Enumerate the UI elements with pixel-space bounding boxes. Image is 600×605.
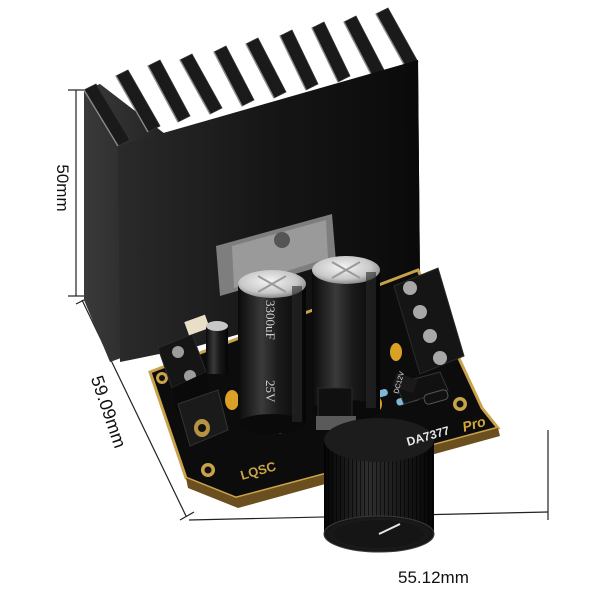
audio-jack xyxy=(177,389,229,447)
height-dimension-label: 50mm xyxy=(53,164,72,212)
capacitor-voltage-label: 25V xyxy=(263,380,278,403)
capacitor-value-label: 3300uF xyxy=(263,300,278,340)
power-input xyxy=(392,371,449,405)
small-capacitor xyxy=(206,321,228,374)
input-terminal xyxy=(157,333,210,410)
main-capacitor-left xyxy=(238,270,306,434)
width-dimension-label: 55.12mm xyxy=(398,568,469,587)
volume-knob xyxy=(316,387,435,553)
main-capacitor-right xyxy=(312,256,380,420)
speaker-terminal xyxy=(393,267,465,375)
variant-label: Pro xyxy=(460,413,487,435)
